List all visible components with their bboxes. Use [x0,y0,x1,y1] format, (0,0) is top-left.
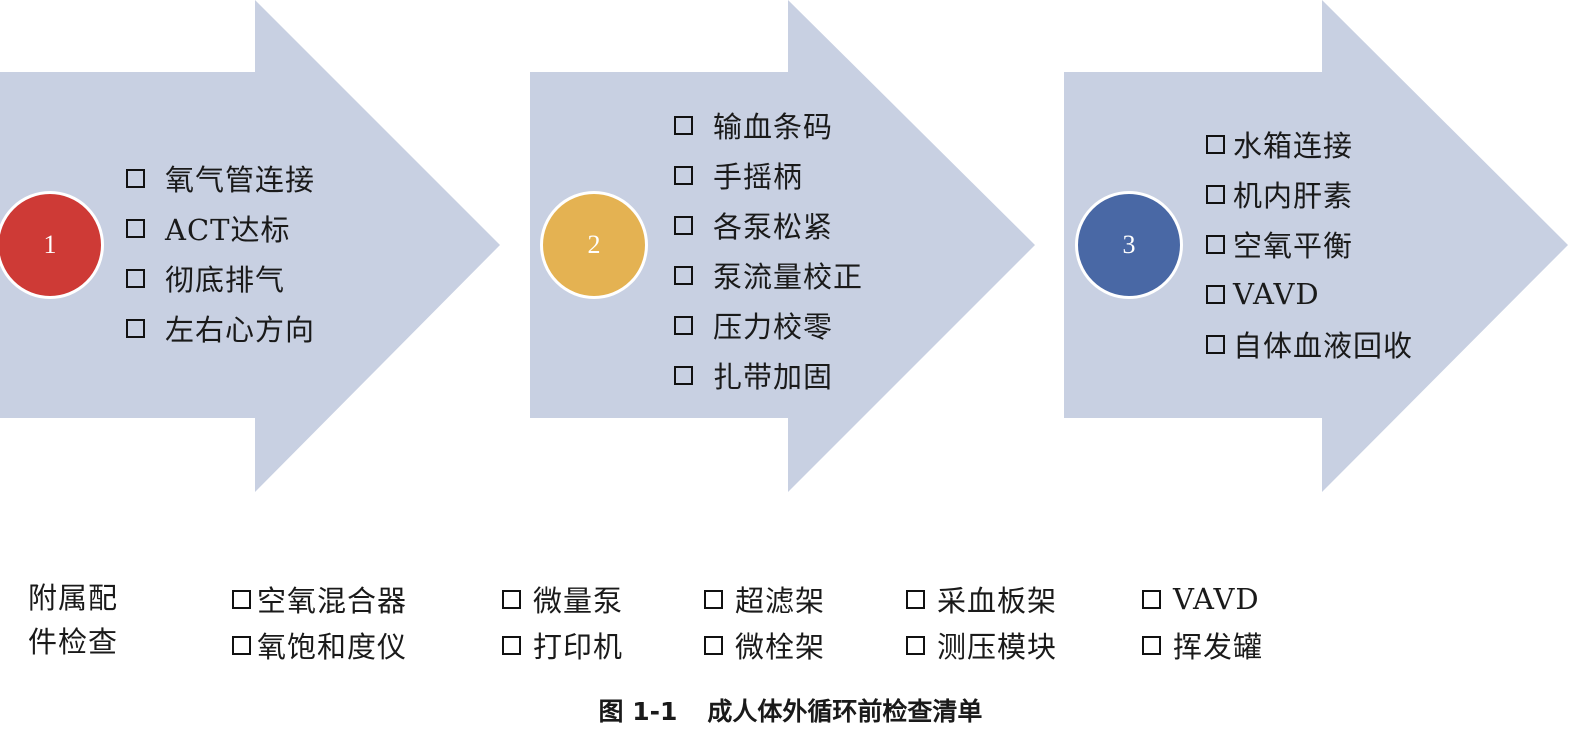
checkbox[interactable] [674,365,693,385]
step-2-checklist: 输血条码 手摇柄 各泵松紧 泵流量校正 压力校零 扎带加固 [674,100,863,400]
checkbox[interactable] [126,318,145,338]
checklist-item[interactable]: ACT达标 [126,203,315,253]
accessories-column-1: 空氧混合器 氧饱和度仪 [232,576,407,668]
accessories-column-3: 超滤架 微栓架 [704,576,825,668]
checkbox[interactable] [1142,589,1161,609]
accessory-item[interactable]: 测压模块 [906,622,1057,668]
accessory-label: 超滤架 [735,584,826,618]
checklist-item[interactable]: 左右心方向 [126,303,315,353]
checkbox[interactable] [674,215,693,235]
checkbox[interactable] [1206,134,1225,154]
accessories-column-4: 采血板架 测压模块 [906,576,1057,668]
accessories-column-2: 微量泵 打印机 [502,576,623,668]
accessory-label: 微栓架 [735,630,826,664]
step-1-badge: 1 [0,191,104,299]
checkbox[interactable] [1142,635,1161,655]
checklist-item[interactable]: 机内肝素 [1206,169,1413,219]
checklist-item-label: 自体血液回收 [1233,329,1414,363]
checklist-item-label: 泵流量校正 [713,260,864,294]
checklist-item-label: 氧气管连接 [165,163,316,197]
checklist-item[interactable]: 彻底排气 [126,253,315,303]
checklist-item[interactable]: 输血条码 [674,100,863,150]
accessory-label: 氧饱和度仪 [257,630,408,664]
step-1-checklist: 氧气管连接 ACT达标 彻底排气 左右心方向 [126,153,315,353]
accessory-item[interactable]: 微量泵 [502,576,623,622]
figure-title: 成人体外循环前检查清单 [707,697,983,726]
checkbox[interactable] [674,265,693,285]
checklist-item-label: 彻底排气 [165,263,286,297]
checklist-item[interactable]: 扎带加固 [674,350,863,400]
accessory-label: 微量泵 [533,584,624,618]
arrow-step-2 [530,0,1035,492]
checkbox[interactable] [1206,334,1225,354]
checklist-item-label: 压力校零 [713,310,834,344]
checklist-item-label: 空氧平衡 [1233,229,1354,263]
accessory-label: 测压模块 [937,630,1058,664]
checkbox[interactable] [906,589,925,609]
checkbox[interactable] [502,589,521,609]
checklist-item-label: 扎带加固 [713,360,834,394]
checkbox[interactable] [704,589,723,609]
accessories-title-line: 件检查 [28,625,119,659]
checklist-item-label: VAVD [1233,277,1320,311]
accessories-title-line: 附属配 [28,581,119,615]
checkbox[interactable] [1206,284,1225,304]
checklist-item[interactable]: 水箱连接 [1206,119,1413,169]
accessories-column-5: VAVD 挥发罐 [1142,576,1263,668]
accessories-title: 附属配 件检查 [28,576,138,664]
accessory-item[interactable]: 挥发罐 [1142,622,1263,668]
accessory-item[interactable]: 打印机 [502,622,623,668]
checklist-item[interactable]: 氧气管连接 [126,153,315,203]
checkbox[interactable] [674,165,693,185]
step-3-badge: 3 [1075,191,1183,299]
checkbox[interactable] [1206,184,1225,204]
step-2-badge: 2 [540,191,648,299]
checklist-item[interactable]: 泵流量校正 [674,250,863,300]
checklist-item[interactable]: 自体血液回收 [1206,319,1413,369]
figure-number: 图 1-1 [598,697,678,726]
checklist-item-label: 输血条码 [713,110,834,144]
arrow-step-3 [1064,0,1568,492]
checkbox[interactable] [126,268,145,288]
checklist-item[interactable]: 各泵松紧 [674,200,863,250]
accessory-item[interactable]: 氧饱和度仪 [232,622,407,668]
checkbox[interactable] [232,635,251,655]
accessory-item[interactable]: VAVD [1142,576,1263,622]
checklist-item-label: 机内肝素 [1233,179,1354,213]
accessory-item[interactable]: 微栓架 [704,622,825,668]
accessory-label: 采血板架 [937,584,1058,618]
checkbox[interactable] [232,589,251,609]
checkbox[interactable] [502,635,521,655]
checklist-item[interactable]: VAVD [1206,269,1413,319]
checklist-item[interactable]: 压力校零 [674,300,863,350]
checklist-item-label: 左右心方向 [165,313,316,347]
step-3-checklist: 水箱连接 机内肝素 空氧平衡 VAVD 自体血液回收 [1206,119,1413,369]
arrow-step-1 [0,0,500,492]
figure-caption: 图 1-1 成人体外循环前检查清单 [0,692,1581,728]
checkbox[interactable] [126,168,145,188]
accessory-item[interactable]: 采血板架 [906,576,1057,622]
checklist-item[interactable]: 空氧平衡 [1206,219,1413,269]
accessory-item[interactable]: 空氧混合器 [232,576,407,622]
checkbox[interactable] [674,115,693,135]
accessory-item[interactable]: 超滤架 [704,576,825,622]
checkbox[interactable] [704,635,723,655]
checklist-item-label: 各泵松紧 [713,210,834,244]
checkbox[interactable] [1206,234,1225,254]
accessory-label: 挥发罐 [1173,630,1264,664]
checkbox[interactable] [674,315,693,335]
checklist-item-label: 手摇柄 [713,160,804,194]
accessory-label: 打印机 [533,630,624,664]
checkbox[interactable] [126,218,145,238]
checklist-item-label: ACT达标 [165,213,291,247]
accessory-label: VAVD [1173,582,1260,616]
accessory-label: 空氧混合器 [257,584,408,618]
checklist-item-label: 水箱连接 [1233,129,1354,163]
checklist-item[interactable]: 手摇柄 [674,150,863,200]
checkbox[interactable] [906,635,925,655]
